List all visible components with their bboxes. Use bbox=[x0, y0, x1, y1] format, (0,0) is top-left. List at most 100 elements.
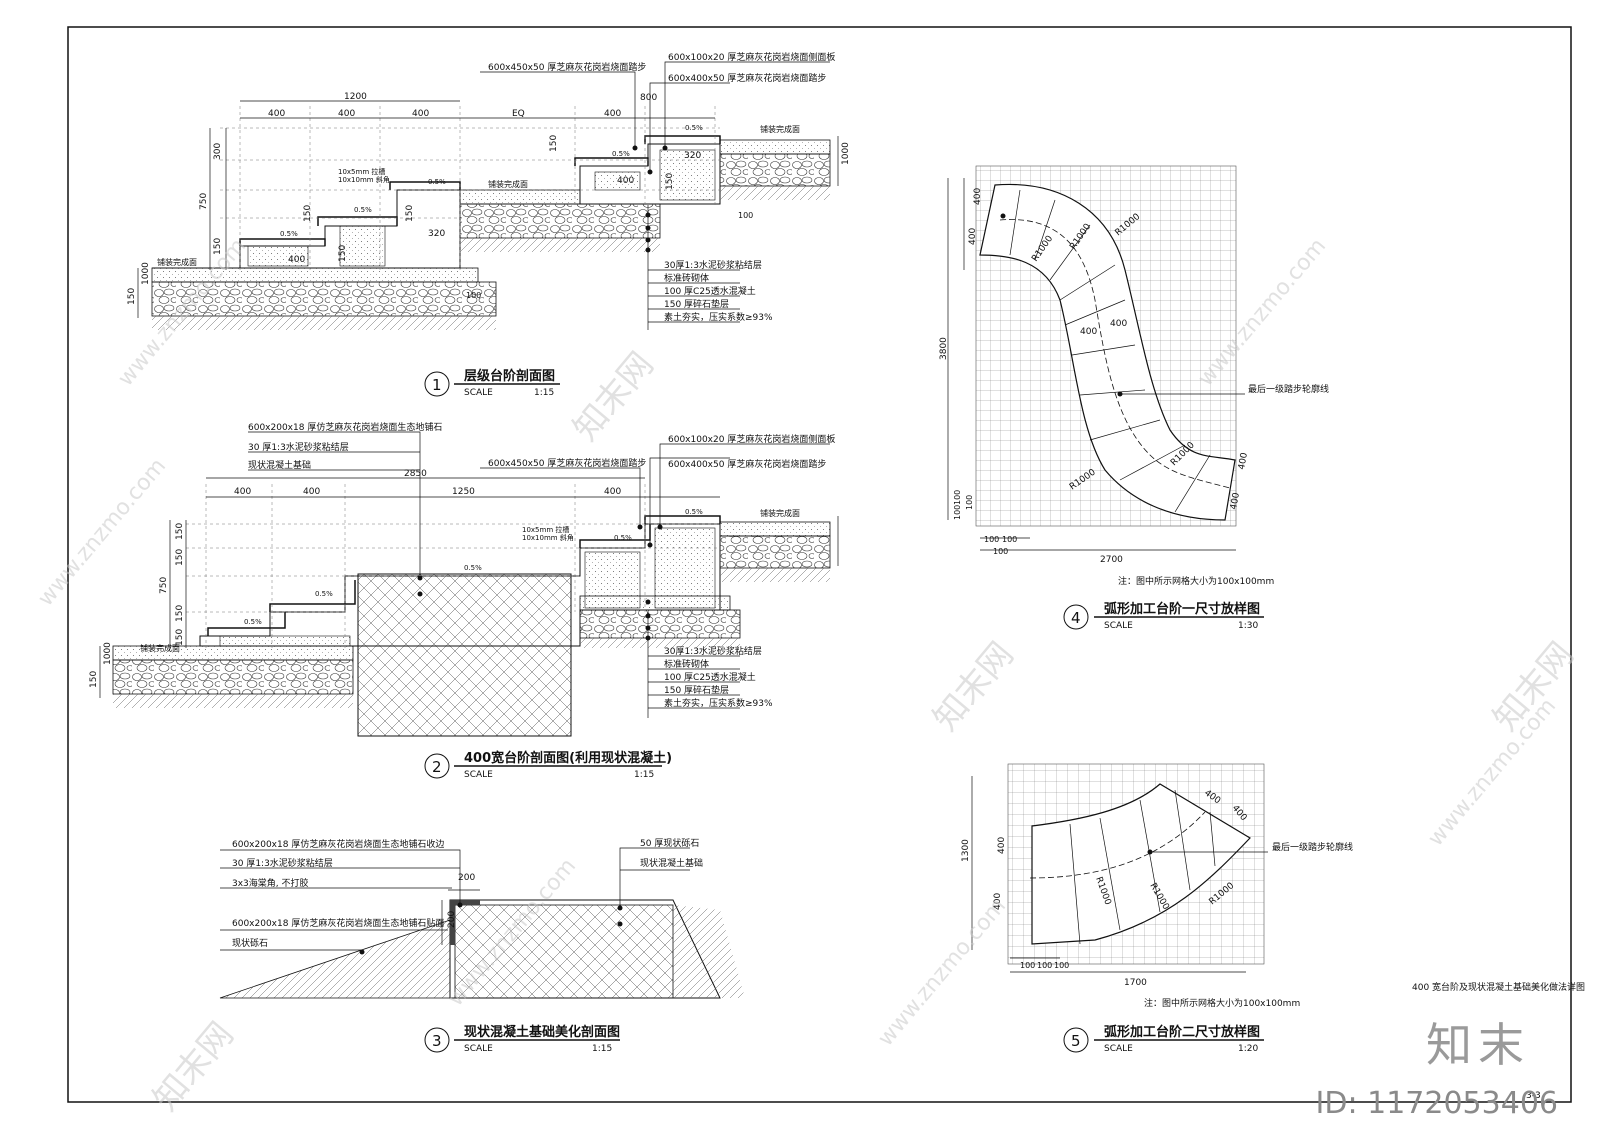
d1-number: 1 bbox=[432, 376, 442, 394]
d3-number: 3 bbox=[432, 1032, 442, 1050]
d2-number: 2 bbox=[432, 758, 442, 776]
drawing-2-section: 2850 400 400 1250 400 150 150 750 150 15… bbox=[89, 421, 839, 780]
d1-slope: 0.5% bbox=[685, 124, 703, 132]
d4-dim: 100 bbox=[953, 505, 962, 520]
d5-title: 弧形加工台阶二尺寸放样图 bbox=[1104, 1024, 1260, 1040]
d4-dim: 100 bbox=[993, 547, 1008, 556]
d1-slope: 0.5% bbox=[612, 150, 630, 158]
d1-dim-top: 400 bbox=[604, 109, 621, 119]
d2-label: 30 厚1:3水泥砂浆粘结层 bbox=[248, 441, 349, 453]
d5-dim: 100 bbox=[1037, 961, 1052, 970]
d5-dim: 100 bbox=[1054, 961, 1069, 970]
d2-slope: 0.5% bbox=[315, 590, 333, 598]
d2-dim-left: 150 bbox=[175, 629, 185, 646]
d1-layer: 30厚1:3水泥砂浆粘结层 bbox=[664, 259, 762, 271]
d2-dim-left: 150 bbox=[175, 605, 185, 622]
d2-finished: 铺装完成面 bbox=[140, 643, 180, 653]
d2-note: 10x5mm 拉槽 bbox=[522, 525, 569, 534]
d2-slope: 0.5% bbox=[614, 534, 632, 542]
d4-dim: 100 bbox=[965, 495, 974, 510]
d1-dim-top: 400 bbox=[268, 109, 285, 119]
d1-dim-left: 150 bbox=[213, 238, 223, 255]
d1-dim-misc: 150 bbox=[303, 205, 313, 222]
d2-label: 现状混凝土基础 bbox=[248, 459, 311, 471]
d4-dim: 400 bbox=[1229, 492, 1242, 511]
d2-layer: 素土夯实，压实系数≥93% bbox=[664, 697, 773, 709]
d1-label: 600x450x50 厚芝麻灰花岗岩烧面踏步 bbox=[488, 61, 646, 73]
d5-callout: 最后一级踏步轮廓线 bbox=[1272, 841, 1353, 853]
d2-dim-top: 400 bbox=[604, 487, 621, 497]
d2-dim-left: 150 bbox=[89, 671, 99, 688]
d4-callout: 最后一级踏步轮廓线 bbox=[1248, 383, 1329, 395]
d1-finished: 铺装完成面 bbox=[488, 179, 528, 189]
d1-layer: 100 厚C25透水混凝土 bbox=[664, 285, 756, 297]
d1-dim-top: EQ bbox=[512, 109, 525, 119]
d2-layer: 150 厚碎石垫层 bbox=[664, 684, 729, 696]
d1-dim-left: 750 bbox=[199, 193, 209, 210]
d1-dim-misc: 1000 bbox=[841, 142, 851, 165]
d3-scale: 1:15 bbox=[592, 1044, 612, 1054]
d4-dim: 400 bbox=[1110, 319, 1127, 329]
d5-scale: 1:20 bbox=[1238, 1044, 1258, 1054]
d2-label: 600x200x18 厚仿芝麻灰花岗岩烧面生态地铺石 bbox=[248, 421, 442, 433]
drawing-4-layout: R1000 R1000 R1000 R1000 R1000 400 400 38… bbox=[939, 165, 1329, 631]
d2-dim-left: 150 bbox=[175, 549, 185, 566]
d1-title-badge bbox=[424, 371, 450, 397]
d1-finished: 铺装完成面 bbox=[157, 257, 197, 267]
d1-scale: 1:15 bbox=[534, 388, 554, 398]
d4-dim: 400 bbox=[973, 188, 983, 205]
d5-dim: 100 bbox=[1020, 961, 1035, 970]
d1-dim-misc: 100 bbox=[738, 211, 753, 220]
d1-dim-misc: 100 bbox=[466, 291, 481, 300]
watermark-id: ID: 1172053406 bbox=[1315, 1086, 1558, 1121]
d5-number: 5 bbox=[1071, 1032, 1081, 1050]
d3-label: 现状砾石 bbox=[232, 937, 268, 949]
d4-dim: 400 bbox=[1237, 452, 1250, 471]
d2-layer: 标准砖砌体 bbox=[664, 658, 709, 670]
drawing-1-section: 1200 400 400 400 EQ 400 800 300 750 150 … bbox=[127, 51, 851, 398]
d5-dim: 400 bbox=[997, 837, 1007, 854]
d4-number: 4 bbox=[1071, 609, 1081, 627]
d2-layer: 100 厚C25透水混凝土 bbox=[664, 671, 756, 683]
d4-dim: 400 bbox=[1080, 327, 1097, 337]
d1-dim-misc: 320 bbox=[428, 229, 445, 239]
d4-dim: 100 bbox=[953, 490, 962, 505]
d4-title: 弧形加工台阶一尺寸放样图 bbox=[1104, 601, 1260, 617]
d1-dim-misc: 320 bbox=[684, 151, 701, 161]
d4-dim: 400 bbox=[968, 228, 978, 245]
d4-dim: 2700 bbox=[1100, 555, 1123, 565]
d1-layer: 标准砖砌体 bbox=[664, 272, 709, 284]
d2-scale: 1:15 bbox=[634, 770, 654, 780]
d2-scale-label: SCALE bbox=[464, 770, 493, 780]
d5-title-badge bbox=[1063, 1027, 1089, 1053]
d2-title: 400宽台阶剖面图(利用现状混凝土) bbox=[464, 750, 672, 766]
d1-dim-left: 1000 bbox=[141, 262, 151, 285]
d1-note: 10x10mm 斜角 bbox=[338, 175, 390, 184]
d2-dim-left: 750 bbox=[159, 577, 169, 594]
d2-dim-top: 1250 bbox=[452, 487, 475, 497]
d5-note: 注：图中所示网格大小为100x100mm bbox=[1144, 997, 1300, 1009]
d2-label: 600x400x50 厚芝麻灰花岗岩烧面踏步 bbox=[668, 458, 826, 470]
d5-dim: 1700 bbox=[1124, 978, 1147, 988]
d1-finished: 铺装完成面 bbox=[760, 124, 800, 134]
d3-dim: 200 bbox=[447, 911, 457, 928]
d3-label: 600x200x18 厚仿芝麻灰花岗岩烧面生态地铺石贴面 bbox=[232, 917, 444, 929]
d1-layer: 素土夯实，压实系数≥93% bbox=[664, 311, 773, 323]
d2-slope: 0.5% bbox=[244, 618, 262, 626]
d2-slope: 0.5% bbox=[685, 508, 703, 516]
d4-note: 注：图中所示网格大小为100x100mm bbox=[1118, 575, 1274, 587]
d2-dim-left: 150 bbox=[175, 523, 185, 540]
drawing-3-section: 600x200x18 厚仿芝麻灰花岗岩烧面生态地铺石收边 30 厚1:3水泥砂浆… bbox=[219, 837, 745, 1054]
d5-scale-label: SCALE bbox=[1104, 1044, 1133, 1054]
d2-layer: 30厚1:3水泥砂浆粘结层 bbox=[664, 645, 762, 657]
d4-dim: 3800 bbox=[939, 337, 949, 360]
d2-slope: 0.5% bbox=[464, 564, 482, 572]
d2-dim-top: 2850 bbox=[404, 469, 427, 479]
d1-dim-misc: 150 bbox=[338, 245, 348, 262]
d1-slope: 0.5% bbox=[280, 230, 298, 238]
d3-label: 30 厚1:3水泥砂浆粘结层 bbox=[232, 857, 333, 869]
d1-slope: 0.5% bbox=[354, 206, 372, 214]
d1-dim-misc: 150 bbox=[405, 205, 415, 222]
d1-dim-misc: 150 bbox=[549, 135, 559, 152]
